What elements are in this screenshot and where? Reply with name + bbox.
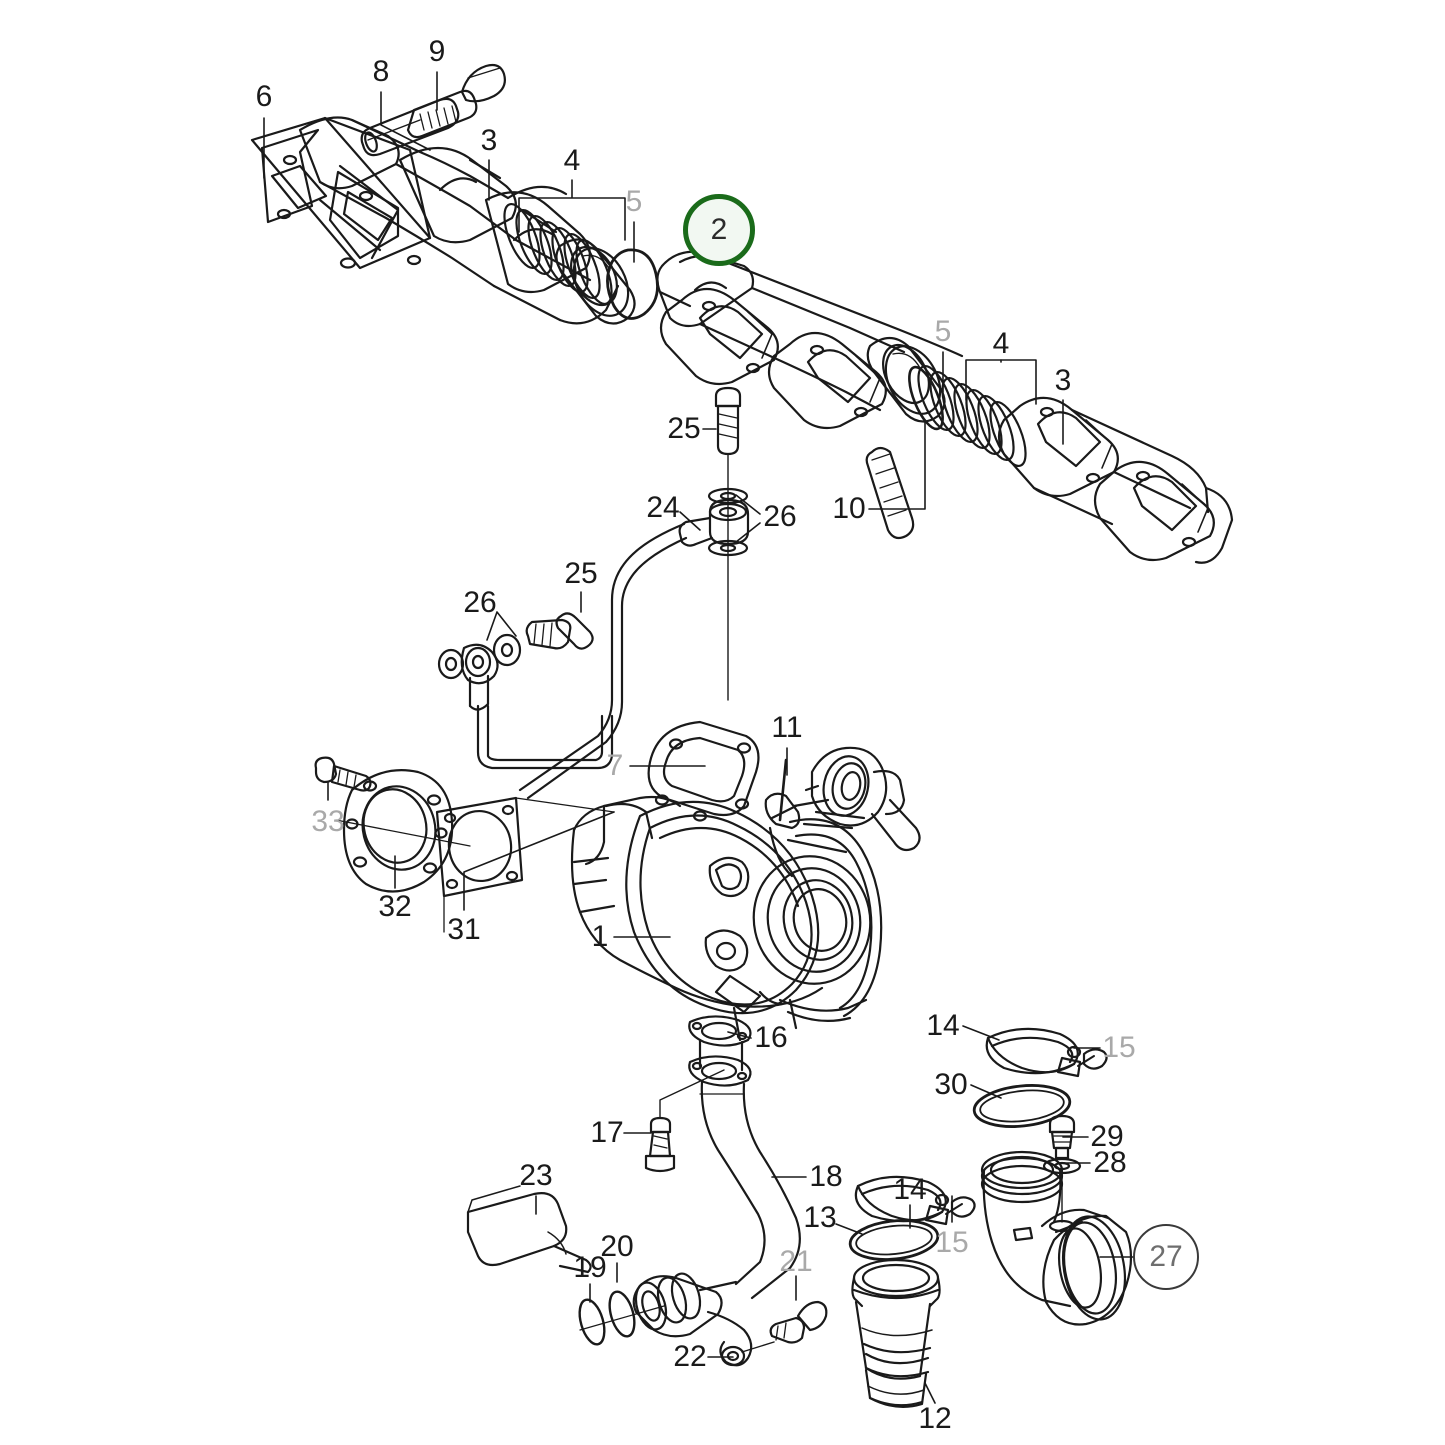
part-number-label-29: 29 <box>1090 1120 1124 1153</box>
part-number-label-14: 14 <box>926 1009 960 1042</box>
part-number-label-16: 16 <box>754 1021 788 1054</box>
part-30-o-ring <box>972 1084 1072 1128</box>
part-6-gasket <box>250 116 432 270</box>
part-number-label-15: 15 <box>935 1226 969 1259</box>
part-number-label-6: 6 <box>255 80 273 113</box>
part-2-manifold-pipe <box>656 250 964 430</box>
part-number-label-31: 31 <box>447 913 481 946</box>
part-number-label-20: 20 <box>600 1230 634 1263</box>
part-number-label-8: 8 <box>372 55 390 88</box>
part-31-square-gasket <box>435 796 615 933</box>
part-number-label-5: 5 <box>625 185 643 218</box>
part-33-bolt <box>314 756 372 792</box>
part-24-oil-feed-pipe <box>518 522 688 800</box>
part-14a-clamp-upper <box>985 1027 1095 1078</box>
part-25b-banjo-bolt-lower <box>525 612 594 650</box>
part-20-hose-fitting <box>632 1272 738 1338</box>
part-number-label-10: 10 <box>832 492 866 525</box>
part-11-wastegate-actuator <box>804 746 921 852</box>
part-19-o-rings <box>578 1290 665 1346</box>
part-16-drain-gaskets <box>688 1015 752 1087</box>
part-number-label-28: 28 <box>1093 1146 1127 1179</box>
part-number-label-25: 25 <box>564 557 598 590</box>
part-3a-exhaust-manifold-left <box>298 116 636 325</box>
part-number-label-3: 3 <box>1054 364 1072 397</box>
part-number-label-24: 24 <box>646 491 680 524</box>
part-5b-seal-ring <box>908 365 944 431</box>
callout-circle-27: 27 <box>1133 1224 1199 1290</box>
part-number-label-5: 5 <box>934 315 952 348</box>
part-10-spring-pin <box>865 446 915 540</box>
part-number-label-26: 26 <box>763 500 797 533</box>
part-5a-seal-ring <box>606 248 659 320</box>
part-number-label-4: 4 <box>563 144 581 177</box>
part-number-label-17: 17 <box>590 1116 624 1149</box>
part-3b-exhaust-manifold-right <box>997 396 1234 564</box>
part-21-bolt <box>769 1300 828 1344</box>
part-number-label-15: 15 <box>1102 1031 1136 1064</box>
part-29-valve <box>1048 1114 1076 1160</box>
part-27-charge-air-elbow <box>980 1150 1133 1326</box>
part-23-sealant-tube <box>466 1185 592 1274</box>
part-number-label-33: 33 <box>311 805 345 838</box>
part-22-hook-line <box>706 1310 775 1367</box>
part-12-rubber-hose <box>851 1258 941 1409</box>
part-number-label-19: 19 <box>573 1251 607 1284</box>
part-13-o-ring <box>848 1219 940 1261</box>
part-number-label-12: 12 <box>918 1402 952 1435</box>
part-number-label-23: 23 <box>519 1159 553 1192</box>
part-number-label-14: 14 <box>893 1173 927 1206</box>
part-number-label-21: 21 <box>779 1245 813 1278</box>
part-17-bolt <box>644 1069 725 1173</box>
part-number-label-18: 18 <box>809 1160 843 1193</box>
part-15a-clamp-screw <box>1082 1048 1108 1070</box>
part-14b-clamp-lower <box>854 1175 963 1226</box>
part-1-turbocharger <box>570 720 883 1042</box>
part-number-label-13: 13 <box>803 1201 837 1234</box>
part-8-spacer-sleeve <box>360 97 460 157</box>
part-number-label-30: 30 <box>934 1068 968 1101</box>
part-number-label-25: 25 <box>667 412 701 445</box>
part-number-label-1: 1 <box>591 920 609 953</box>
part-number-label-32: 32 <box>378 890 412 923</box>
part-26a-washers-fitting <box>678 487 750 557</box>
leader-lines <box>263 71 1141 1404</box>
part-4a-bellows-rings <box>503 203 613 305</box>
part-number-label-3: 3 <box>480 124 498 157</box>
part-number-label-7: 7 <box>606 749 624 782</box>
part-25a-banjo-bolt-upper <box>714 386 742 701</box>
part-15b-clamp-screw <box>950 1196 976 1218</box>
part-18-oil-drain-pipe <box>699 1080 801 1300</box>
part-number-label-22: 22 <box>673 1340 707 1373</box>
part-4b-bellows-rings <box>917 365 1027 467</box>
part-number-label-26: 26 <box>463 586 497 619</box>
part-number-label-11: 11 <box>771 711 803 744</box>
callout-circle-2: 2 <box>683 194 755 266</box>
part-number-label-9: 9 <box>428 35 446 68</box>
part-26b-washers-fitting <box>437 633 522 711</box>
part-7-return-line <box>476 704 614 770</box>
part-32-round-flange <box>335 769 471 893</box>
part-number-label-4: 4 <box>992 327 1010 360</box>
part-9-bolt <box>367 63 506 141</box>
